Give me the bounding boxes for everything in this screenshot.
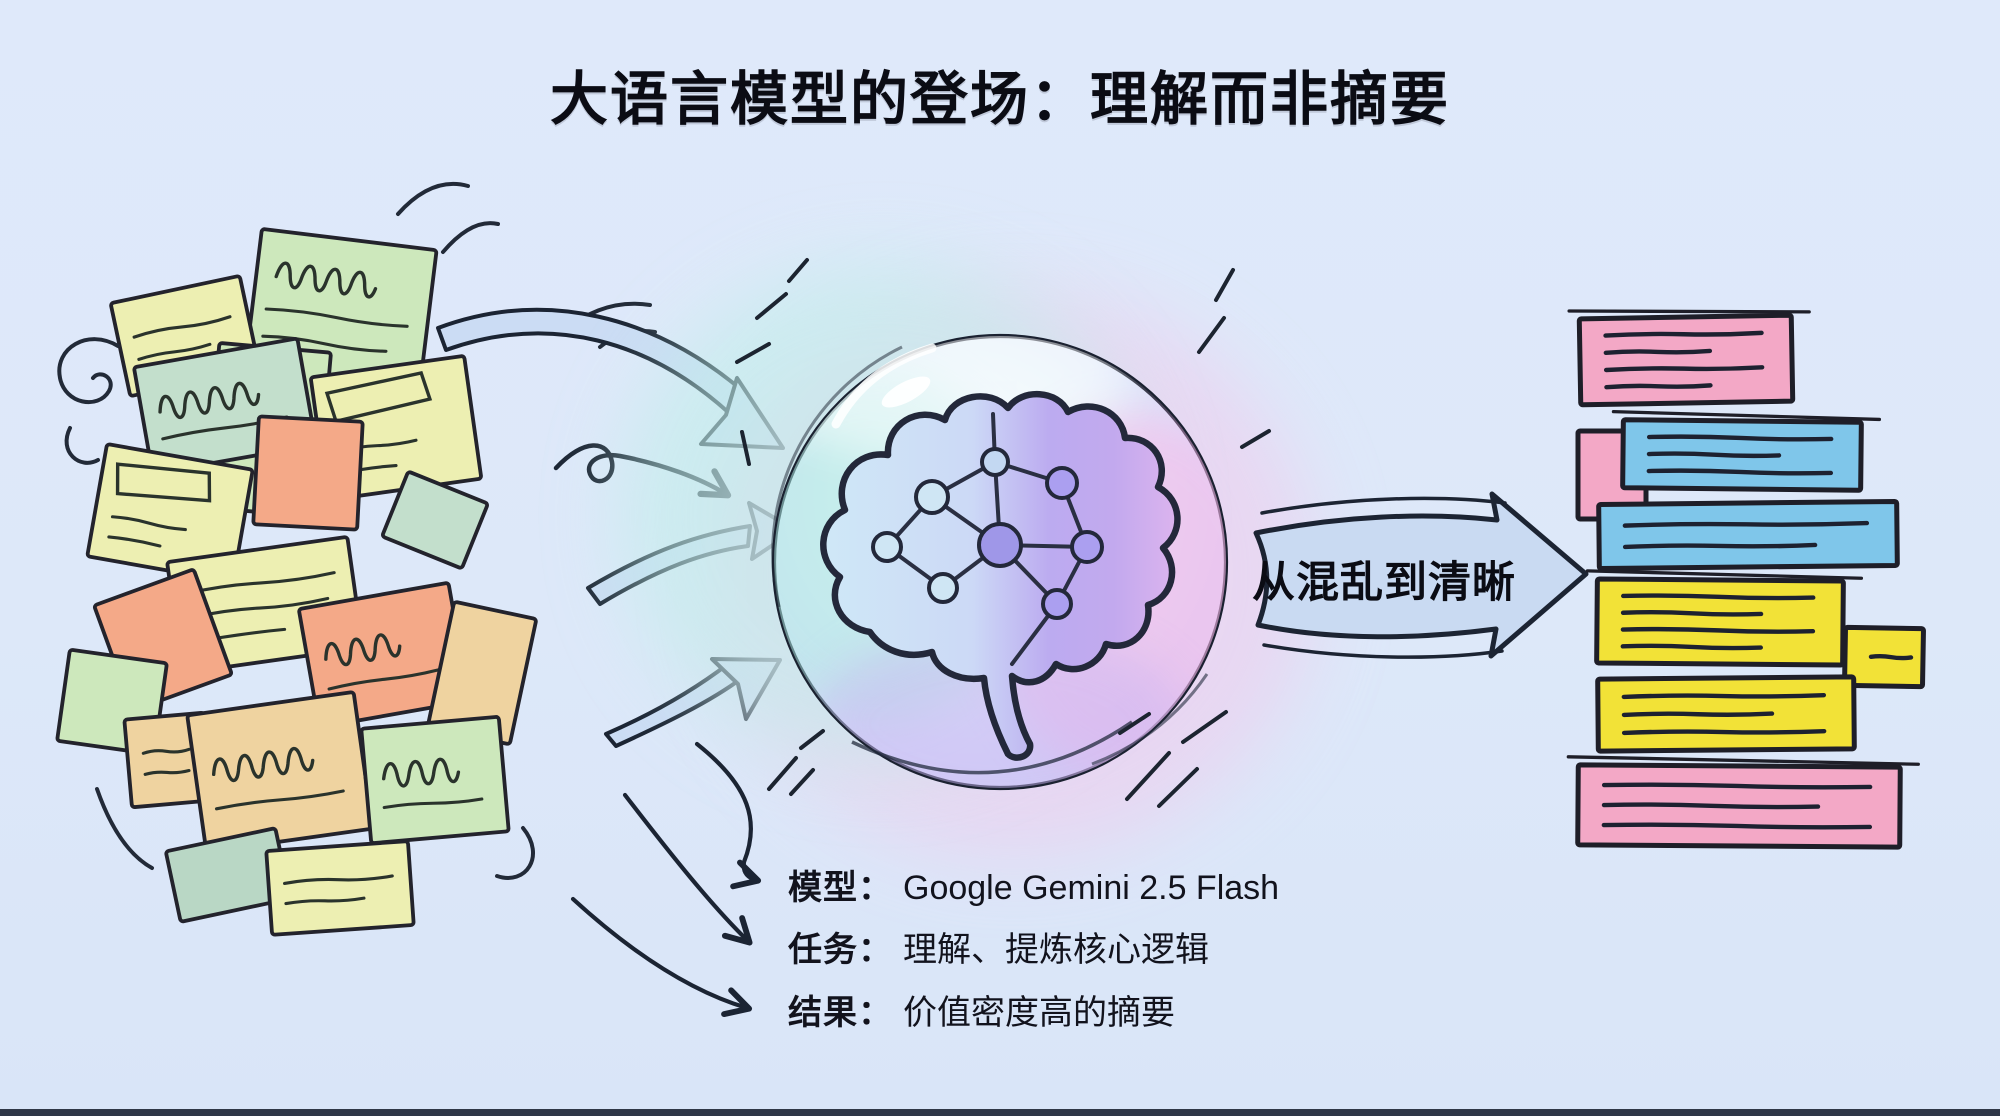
summary-bar [1596,498,1900,572]
summary-bar [1595,674,1857,754]
organized-notes-stack [1566,309,1926,850]
bottom-edge-line [0,1109,2000,1116]
detail-row-task: 任务： 理解、提炼核心逻辑 [788,928,1209,972]
detail-row-model: 模型： Google Gemini 2.5 Flash [788,866,1279,910]
sparkle-ticks [735,258,1271,808]
page-title: 大语言模型的登场：理解而非摘要 [549,67,1450,132]
detail-value: 理解、提炼核心逻辑 [903,931,1209,969]
detail-value: 价值密度高的摘要 [903,994,1175,1032]
sticky-note [381,470,489,570]
brain-network-icon [820,391,1181,761]
detail-label: 任务： [788,931,893,969]
summary-bar [1566,755,1920,850]
doodle-swirls [57,181,657,880]
sticky-note [297,581,471,729]
sticky-note [185,690,375,854]
sticky-note [85,442,255,584]
summary-bar [1611,410,1882,493]
detail-value: Google Gemini 2.5 Flash [903,869,1280,907]
sticky-note [264,839,416,937]
summary-bar [1585,569,1864,668]
sticky-note [251,414,365,532]
messy-notes-pile [55,227,538,937]
detail-label: 模型： [788,869,893,907]
detail-label: 结果： [788,994,893,1032]
summary-bar [1842,624,1926,690]
flow-arrow-label: 从混乱到清晰 [1252,559,1516,607]
sticky-note [359,715,511,845]
flow-arrow [1253,491,1589,659]
detail-bullet-arrows [570,741,762,1017]
detail-row-result: 结果： 价值密度高的摘要 [788,991,1175,1035]
summary-bar [1567,309,1811,408]
